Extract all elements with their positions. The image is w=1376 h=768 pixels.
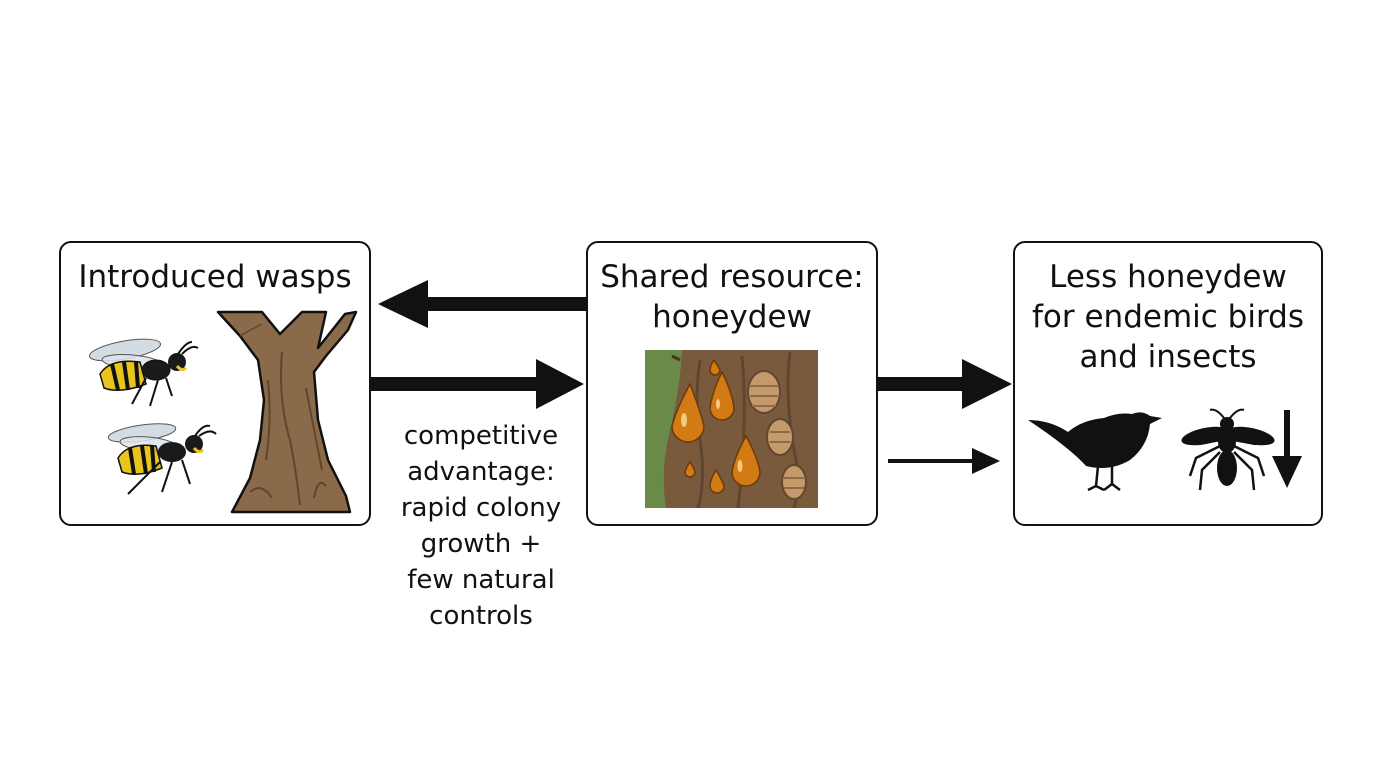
down-arrow-icon: [1272, 410, 1302, 488]
shared-resource-title: Shared resource: honeydew: [588, 257, 876, 337]
caption-line-3: rapid colony: [400, 493, 562, 523]
arrow-wasps-to-resource: [371, 359, 584, 409]
competitive-advantage-caption: competitive advantage: rapid colony grow…: [371, 418, 591, 634]
insect-silhouette-icon: [1181, 408, 1275, 491]
outcome-box: Less honeydew for endemic birds and inse…: [1013, 241, 1323, 526]
shared-resource-title-line-1: Shared resource:: [600, 259, 864, 295]
outcome-title-line-1: Less honeydew: [1049, 259, 1287, 295]
tree-illustration: [216, 310, 358, 514]
outcome-title-line-3: and insects: [1079, 339, 1257, 375]
caption-line-5: few natural: [407, 565, 555, 595]
caption-line-1: competitive: [403, 421, 559, 451]
bird-silhouette-icon: [1028, 412, 1162, 492]
wasp-illustration-top: [89, 338, 199, 407]
introduced-wasps-title: Introduced wasps: [78, 259, 352, 295]
arrow-resource-to-wasps: [378, 280, 586, 328]
shared-resource-title-line-2: honeydew: [652, 299, 812, 335]
caption-line-6: controls: [429, 601, 533, 631]
caption-line-4: growth +: [420, 529, 542, 559]
arrow-resource-to-outcome: [878, 359, 1012, 409]
outcome-title-line-2: for endemic birds: [1032, 299, 1304, 335]
arrow-resource-to-outcome-thin: [888, 448, 1000, 474]
honeydew-bark-illustration: [645, 350, 818, 508]
caption-line-2: advantage:: [407, 457, 555, 487]
wasp-illustration-bottom: [107, 423, 217, 495]
outcome-title: Less honeydew for endemic birds and inse…: [1015, 257, 1321, 377]
